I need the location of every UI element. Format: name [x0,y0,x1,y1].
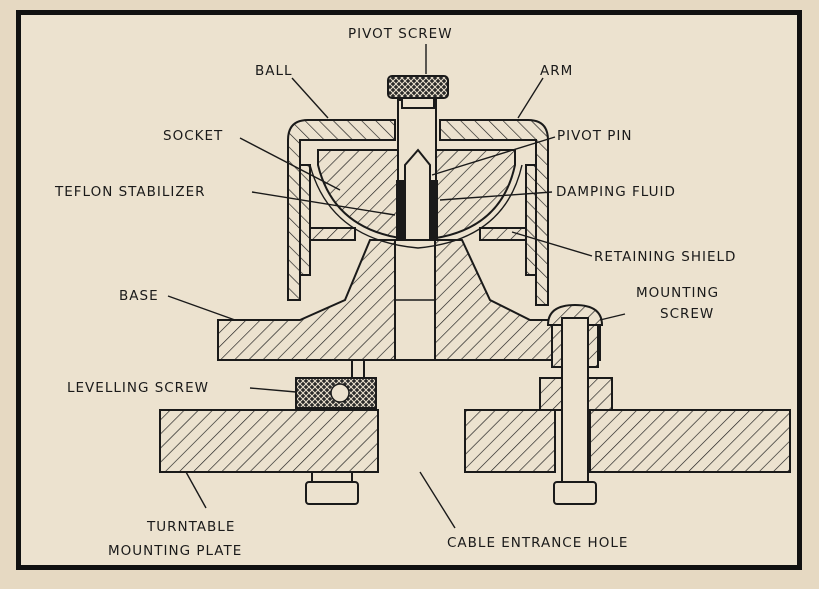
label-ball: BALL [255,63,293,79]
label-arm: ARM [540,63,573,79]
pivot-screw [387,75,449,109]
label-retaining-shield: RETAINING SHIELD [594,249,736,265]
label-levelling-screw: LEVELLING SCREW [67,380,209,396]
label-damping-fluid: DAMPING FLUID [556,184,676,200]
label-pivot-screw: PIVOT SCREW [348,26,453,42]
levelling-screw [295,359,377,409]
pivot-pin [396,99,438,241]
label-socket: SOCKET [163,128,223,144]
label-base: BASE [119,288,159,304]
bottom-nut [305,471,359,505]
label-mounting-screw-line1: MOUNTING [636,285,719,301]
label-mounting-screw-line2: SCREW [660,306,714,322]
turntable-mounting-plate [159,409,791,473]
arm [287,119,549,306]
label-teflon-stabilizer: TEFLON STABILIZER [54,184,206,200]
mounting-screw [539,303,613,505]
leader-lines [167,44,626,529]
label-turntable-line2: MOUNTING PLATE [108,543,242,559]
label-cable-entrance-hole: CABLE ENTRANCE HOLE [447,535,628,551]
label-pivot-pin: PIVOT PIN [557,128,633,144]
label-turntable-line1: TURNTABLE [146,519,235,535]
